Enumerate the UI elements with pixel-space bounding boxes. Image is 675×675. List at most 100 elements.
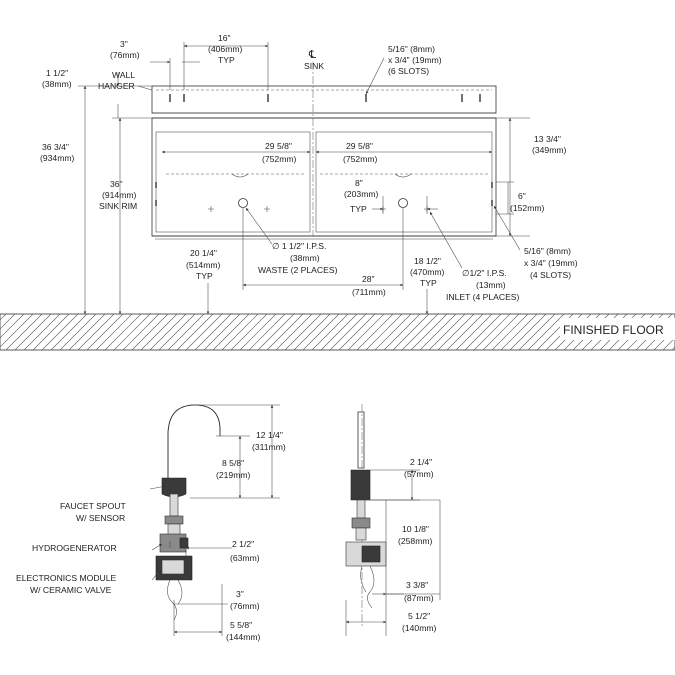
floor-hatch-line <box>329 313 367 351</box>
dim-13-75-in: 13 3/4" <box>534 134 561 144</box>
faucet-front-labels: 12 1/4" (311mm) 8 5/8" (219mm) FAUCET SP… <box>16 430 286 642</box>
sink-basin <box>151 117 497 237</box>
dim-2-25-in: 2 1/4" <box>410 457 432 467</box>
dim-1-5-mm: (38mm) <box>42 79 72 89</box>
electronics-line1: ELECTRONICS MODULE <box>16 573 117 583</box>
slot-side-count: (4 SLOTS) <box>530 270 571 280</box>
dim-18-5-mm: (470mm) <box>410 267 445 277</box>
dim-3-mm-faucet: (76mm) <box>230 601 260 611</box>
dim-2-5-in: 2 1/2" <box>232 539 254 549</box>
floor-hatch-line <box>212 313 250 351</box>
centerline-symbol: ℄ <box>308 49 316 61</box>
side-sensor-body <box>350 469 371 501</box>
floor-hatch-line <box>95 313 133 351</box>
wall-hanger-line2: HANGER <box>98 81 135 91</box>
dim-8-625-mm: (219mm) <box>216 470 251 480</box>
floor-hatch-line <box>149 313 187 351</box>
floor-hatch-line <box>257 313 295 351</box>
waste-line1: ∅ 1 1/2" I.P.S. <box>272 241 326 251</box>
floor-hatch-line <box>662 337 675 351</box>
dim-28-in: 28" <box>362 274 375 284</box>
floor-hatch-line <box>131 313 169 351</box>
waste-line2: (38mm) <box>290 253 320 263</box>
floor-hatch-line <box>392 313 430 351</box>
floor-hatch-line <box>482 313 520 351</box>
floor-hatch-line <box>113 313 151 351</box>
floor-hatch-line <box>284 313 322 351</box>
dim-8-625-in: 8 5/8" <box>222 458 244 468</box>
dim-36-note: SINK RIM <box>99 201 137 211</box>
floor-hatch-line <box>239 313 277 351</box>
dim-10-125-in: 10 1/8" <box>402 524 429 534</box>
floor-hatch-line <box>266 313 304 351</box>
floor-hatch-line <box>23 313 61 351</box>
spout-line1: FAUCET SPOUT <box>60 501 126 511</box>
faucet-front-view <box>149 404 280 636</box>
floor-hatch-line <box>500 313 538 351</box>
waste-right-icon <box>398 198 408 208</box>
dim-36-75-in: 36 3/4" <box>42 142 69 152</box>
finished-floor-label: FINISHED FLOOR <box>563 323 664 337</box>
floor-hatch-line <box>5 313 43 351</box>
sink-front-view <box>151 62 497 240</box>
dim-5-5-in: 5 1/2" <box>408 611 430 621</box>
dim-8-note: TYP <box>350 204 367 214</box>
dim-28-mm: (711mm) <box>352 287 386 297</box>
floor-hatch-line <box>356 313 394 351</box>
dim-36-75-mm: (934mm) <box>40 153 75 163</box>
floor-hatch-line <box>185 313 223 351</box>
floor-hatch-line <box>464 313 502 351</box>
spout-line2: W/ SENSOR <box>76 513 125 523</box>
slot-side-size: x 3/4" (19mm) <box>524 258 578 268</box>
dim-18-5-note: TYP <box>420 278 437 288</box>
dim-16-note: TYP <box>218 55 235 65</box>
dim-16-mm: (406mm) <box>208 44 243 54</box>
dim-29-right-mm: (752mm) <box>343 154 378 164</box>
dim-3-375-mm: (87mm) <box>404 593 434 603</box>
floor-hatch-line <box>527 313 565 351</box>
floor-hatch-line <box>518 313 556 351</box>
finished-floor: FINISHED FLOOR <box>0 313 675 351</box>
dim-13-75-mm: (349mm) <box>532 145 567 155</box>
floor-hatch-line <box>0 313 34 348</box>
floor-hatch-line <box>77 313 115 351</box>
front-dimensions <box>78 42 530 314</box>
front-labels: 3" (76mm) 16" (406mm) TYP ℄ SINK 5/16" (… <box>40 33 578 302</box>
floor-hatch-line <box>509 313 547 351</box>
dim-12-25-mm: (311mm) <box>252 442 286 452</box>
floor-hatch-line <box>446 313 484 351</box>
dim-6-in: 6" <box>518 191 526 201</box>
floor-hatch-line <box>419 313 457 351</box>
dim-29-right-in: 29 5/8" <box>346 141 373 151</box>
floor-hatch-line <box>401 313 439 351</box>
dim-36-mm: (914mm) <box>102 190 137 200</box>
dim-20-25-in: 20 1/4" <box>190 248 217 258</box>
dim-3-mm: (76mm) <box>110 50 140 60</box>
floor-hatch-line <box>428 313 466 351</box>
floor-hatch-line <box>122 313 160 351</box>
floor-hatch-line <box>455 313 493 351</box>
slot-top-count: (6 SLOTS) <box>388 66 429 76</box>
waste-left-icon <box>238 198 248 208</box>
dim-29-left-in: 29 5/8" <box>265 141 292 151</box>
dim-8-mm: (203mm) <box>344 189 379 199</box>
floor-hatch-line <box>41 313 79 351</box>
slot-top-size: x 3/4" (19mm) <box>388 55 442 65</box>
faucet-side-labels: 2 1/4" (57mm) 10 1/8" (258mm) 3 3/8" (87… <box>398 457 437 633</box>
faucet-side-view <box>345 404 441 636</box>
floor-hatch-line <box>68 313 106 351</box>
dim-10-125-mm: (258mm) <box>398 536 433 546</box>
floor-hatch-line <box>86 313 124 351</box>
dim-3-in: 3" <box>120 39 128 49</box>
floor-hatch-line <box>311 313 349 351</box>
floor-hatch-line <box>140 313 178 351</box>
dim-3-in-faucet: 3" <box>236 589 244 599</box>
dim-16-in: 16" <box>218 33 231 43</box>
floor-hatch-line <box>338 313 376 351</box>
floor-hatch-line <box>0 313 16 330</box>
floor-hatch-line <box>275 313 313 351</box>
waste-line3: WASTE (2 PLACES) <box>258 265 338 275</box>
gooseneck-spout <box>167 404 221 480</box>
floor-hatch-line <box>293 313 331 351</box>
